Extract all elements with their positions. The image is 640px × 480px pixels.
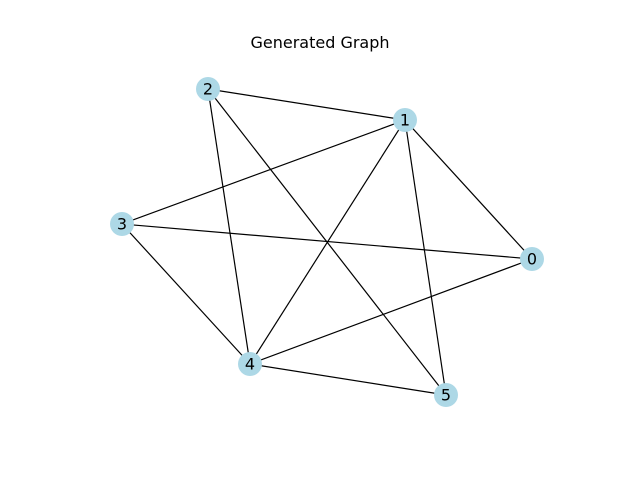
- node-1: 1: [393, 108, 417, 132]
- edge-4-0: [249, 258, 533, 365]
- edge-1-5: [404, 119, 447, 396]
- node-2: 2: [196, 77, 220, 101]
- node-label: 1: [400, 111, 410, 130]
- node-0: 0: [520, 247, 544, 271]
- graph-title: Generated Graph: [250, 33, 390, 52]
- node-3: 3: [110, 212, 134, 236]
- edge-1-0: [404, 119, 533, 260]
- node-circle: [196, 77, 220, 101]
- node-4: 4: [238, 352, 262, 376]
- node-label: 2: [203, 80, 213, 99]
- node-label: 4: [245, 355, 255, 374]
- node-label: 3: [117, 215, 127, 234]
- node-5: 5: [434, 383, 458, 407]
- edge-4-5: [249, 363, 447, 396]
- edge-2-4: [207, 88, 251, 365]
- node-circle: [110, 212, 134, 236]
- node-circle: [238, 352, 262, 376]
- edge-2-1: [207, 88, 406, 121]
- edge-1-3: [121, 119, 406, 225]
- edges-layer: [121, 88, 533, 396]
- node-circle: [393, 108, 417, 132]
- edge-3-4: [121, 223, 251, 365]
- node-label: 0: [527, 250, 537, 269]
- node-circle: [434, 383, 458, 407]
- node-label: 5: [441, 386, 451, 405]
- edge-3-0: [121, 223, 533, 260]
- nodes-layer: 0 1 2 3 4 5: [110, 77, 544, 407]
- node-circle: [520, 247, 544, 271]
